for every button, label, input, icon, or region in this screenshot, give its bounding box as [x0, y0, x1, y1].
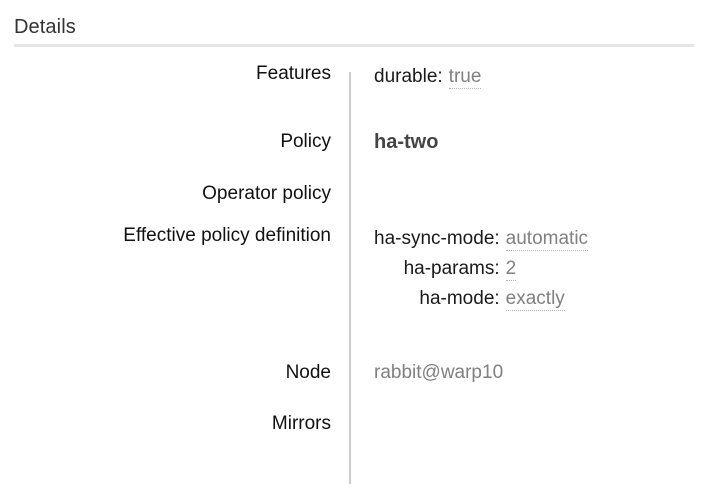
- row-value-mirrors: [374, 412, 701, 436]
- kv-pair: durable: true: [374, 62, 482, 92]
- details-table: Features durable: true: [0, 62, 701, 436]
- row-value-features: durable: true: [374, 62, 701, 92]
- row-label-policy: Policy: [280, 131, 331, 152]
- row-spacer: [0, 314, 701, 361]
- row-value-operator-policy: [374, 182, 701, 206]
- row-value-effective-policy-definition: ha-sync-mode: automatic ha-params: 2: [374, 224, 701, 314]
- kv-list-effective-policy-definition: ha-sync-mode: automatic ha-params: 2: [374, 224, 589, 314]
- row-label-operator-policy: Operator policy: [202, 183, 331, 204]
- policy-name-link[interactable]: ha-two: [374, 131, 439, 153]
- kv-value-cell-ha-mode: exactly: [505, 284, 588, 314]
- mirrors-value: [374, 412, 701, 436]
- operator-policy-value: [374, 182, 701, 206]
- kv-pair: ha-params: 2: [374, 254, 588, 284]
- table-row: Mirrors: [0, 412, 701, 436]
- title-divider: [14, 44, 694, 47]
- page-title: Details: [14, 16, 76, 38]
- kv-value-cell-ha-params: 2: [505, 254, 588, 284]
- table-row: Features durable: true: [0, 62, 701, 92]
- table-row: Operator policy: [0, 182, 701, 206]
- row-gutter: [331, 412, 374, 436]
- row-gutter: [331, 62, 374, 92]
- row-label-node: Node: [285, 362, 331, 383]
- kv-pair: ha-sync-mode: automatic: [374, 224, 589, 254]
- kv-key-ha-params: ha-params:: [403, 258, 500, 279]
- kv-value-ha-mode[interactable]: exactly: [505, 288, 565, 311]
- row-gutter: [331, 130, 374, 155]
- row-label-mirrors: Mirrors: [271, 413, 331, 434]
- kv-list-features: durable: true: [374, 62, 482, 92]
- kv-value-ha-sync-mode[interactable]: automatic: [505, 228, 589, 251]
- kv-value-cell-ha-sync-mode: automatic: [505, 224, 589, 254]
- row-gutter: [331, 361, 374, 385]
- row-spacer: [0, 385, 701, 412]
- table-row: Node rabbit@warp10: [0, 361, 701, 385]
- column-divider: [349, 72, 351, 484]
- row-gutter: [331, 182, 374, 206]
- row-gutter: [331, 224, 374, 314]
- row-value-node: rabbit@warp10: [374, 361, 701, 385]
- row-value-policy: ha-two: [374, 130, 701, 155]
- row-spacer: [0, 155, 701, 182]
- row-spacer: [0, 206, 701, 224]
- row-label-features: Features: [256, 63, 331, 84]
- row-spacer: [0, 92, 701, 130]
- kv-value-ha-params[interactable]: 2: [505, 258, 517, 281]
- kv-key-ha-sync-mode: ha-sync-mode:: [374, 228, 500, 249]
- kv-value-durable[interactable]: true: [448, 66, 482, 89]
- row-label-effective-policy-definition: Effective policy definition: [123, 225, 331, 246]
- kv-key-ha-mode: ha-mode:: [419, 288, 500, 309]
- kv-key-durable: durable:: [374, 66, 443, 87]
- kv-pair: ha-mode: exactly: [374, 284, 588, 314]
- table-row: Effective policy definition ha-sync-mode…: [0, 224, 701, 314]
- table-row: Policy ha-two: [0, 130, 701, 155]
- kv-value-cell-durable: true: [448, 62, 482, 92]
- node-value[interactable]: rabbit@warp10: [374, 362, 504, 383]
